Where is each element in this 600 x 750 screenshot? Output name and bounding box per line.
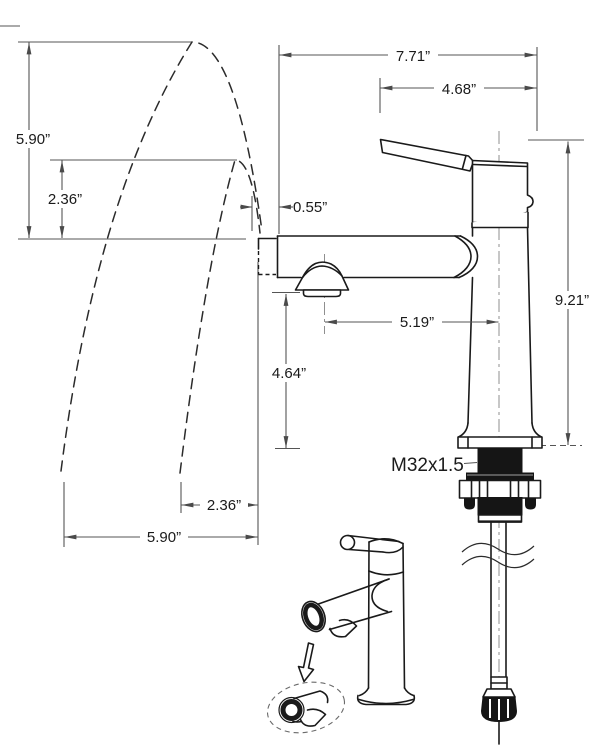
inset-base (356, 687, 416, 706)
faucet-side-view (257, 138, 543, 745)
aerator-outlet (302, 289, 342, 298)
supply-hose (461, 522, 535, 745)
spout-tip (257, 237, 277, 276)
detail-spout-tip (278, 690, 329, 727)
dim-overall-height: 9.21” (546, 141, 596, 446)
dim-handle-reach: 4.68” (380, 80, 537, 98)
dim-label-spout-center-reach: 5.19” (400, 314, 434, 331)
inset-spout (301, 578, 393, 638)
dim-label-overall-reach: 7.71” (396, 48, 430, 65)
dim-label-handle-reach: 4.68” (442, 81, 476, 98)
dim-spout-center-reach: 5.19” (324, 313, 499, 331)
aerator (294, 261, 350, 298)
hose-break-symbol (461, 542, 535, 569)
collar-ring (471, 212, 529, 229)
dim-spray-height-outer: 5.90” (9, 42, 56, 239)
dim-spray-reach-outer: 5.90” (64, 528, 258, 546)
mounting-nut (458, 479, 542, 499)
inset-perspective-view (266, 534, 416, 734)
dim-spray-reach-inner: 2.36” (181, 496, 258, 514)
dimensions: 5.90” 2.36” 7.71” 4.68” 0.55” (9, 42, 596, 546)
dim-overall-reach: 7.71” (279, 47, 537, 65)
water-trajectory-outer (60, 41, 263, 472)
water-trajectories (60, 41, 263, 474)
dim-spray-height-inner: 2.36” (42, 160, 88, 239)
extension-lines (0, 25, 584, 547)
base-flange (457, 436, 543, 449)
threaded-shank-lower (477, 497, 523, 516)
water-trajectory-inner (179, 159, 261, 474)
threaded-shank-upper (477, 448, 523, 474)
spout (276, 235, 479, 279)
dim-label-spray-reach-inner: 2.36” (207, 497, 241, 514)
dim-label-spray-reach-outer: 5.90” (147, 529, 181, 546)
mounting-studs (464, 497, 536, 510)
thread-spec-label: M32x1.5 (391, 455, 464, 476)
dim-outlet-height: 4.64” (263, 293, 313, 449)
detail-callout-ellipse (266, 681, 346, 734)
inset-handle (339, 534, 404, 554)
dim-label-spout-tip: 0.55” (293, 199, 327, 216)
handle-lever (379, 138, 475, 172)
dim-label-spray-height-inner: 2.36” (48, 191, 82, 208)
hose-nut (480, 676, 518, 745)
shank-end (477, 514, 523, 523)
washer-plate (466, 472, 534, 481)
direction-arrow (297, 642, 315, 683)
dim-thread-spec: M32x1.5 (391, 455, 478, 476)
dim-label-spray-height-outer: 5.90” (16, 131, 50, 148)
handle-housing (471, 159, 534, 229)
dim-label-overall-height: 9.21” (555, 292, 589, 309)
dim-label-outlet-height: 4.64” (272, 365, 306, 382)
dim-spout-tip: 0.55” (240, 199, 327, 216)
